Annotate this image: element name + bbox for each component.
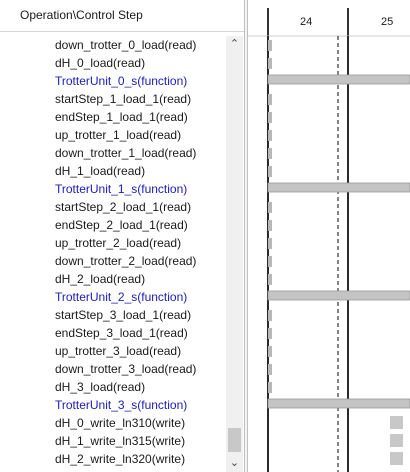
- operation-label: endStep_1_load_1(read): [55, 110, 188, 124]
- operation-pane: Operation\Control Step down_trotter_0_lo…: [0, 0, 244, 472]
- operation-row[interactable]: down_trotter_1_load(read): [0, 144, 226, 162]
- schedule-chart-pane: 24 25: [248, 0, 410, 472]
- scroll-up-arrow[interactable]: ⌃: [229, 38, 240, 50]
- function-bar: [267, 182, 410, 193]
- operation-row[interactable]: dH_1_write_ln315(write): [0, 432, 226, 450]
- read-marker: [268, 58, 272, 69]
- read-marker: [268, 346, 272, 357]
- read-marker: [268, 382, 272, 393]
- operation-row[interactable]: startStep_3_load_1(read): [0, 306, 226, 324]
- read-marker: [268, 238, 272, 249]
- read-marker: [268, 220, 272, 231]
- read-marker: [268, 40, 272, 51]
- operation-row[interactable]: up_trotter_3_load(read): [0, 342, 226, 360]
- operation-row[interactable]: TrotterUnit_0_s(function): [0, 72, 226, 90]
- operation-row[interactable]: startStep_2_load_1(read): [0, 198, 226, 216]
- step-header-25[interactable]: 25: [348, 0, 410, 36]
- operation-label: endStep_2_load_1(read): [55, 218, 188, 232]
- read-marker: [268, 310, 272, 321]
- step-label: 24: [300, 16, 313, 28]
- write-bar: [390, 416, 403, 429]
- write-bar: [390, 434, 403, 447]
- read-marker: [268, 166, 272, 177]
- operation-label: up_trotter_2_load(read): [55, 236, 182, 250]
- operation-row[interactable]: down_trotter_3_load(read): [0, 360, 226, 378]
- read-marker: [268, 256, 272, 267]
- operation-label: TrotterUnit_0_s(function): [55, 74, 188, 88]
- read-marker: [268, 274, 272, 285]
- operation-row[interactable]: down_trotter_0_load(read): [0, 36, 226, 54]
- operation-label: dH_3_load(read): [55, 380, 146, 394]
- operation-label: down_trotter_2_load(read): [55, 254, 197, 268]
- operation-label: down_trotter_3_load(read): [55, 362, 197, 376]
- write-bar: [390, 452, 403, 465]
- operation-list: down_trotter_0_load(read) dH_0_load(read)…: [0, 36, 226, 472]
- operation-row[interactable]: up_trotter_2_load(read): [0, 234, 226, 252]
- function-bar: [267, 398, 410, 409]
- step-label: 25: [381, 16, 394, 28]
- read-marker: [268, 112, 272, 123]
- function-bar: [267, 290, 410, 301]
- operation-row[interactable]: dH_2_load(read): [0, 270, 226, 288]
- scrollbar-thumb[interactable]: [228, 428, 241, 452]
- operation-row[interactable]: endStep_2_load_1(read): [0, 216, 226, 234]
- operation-row[interactable]: TrotterUnit_2_s(function): [0, 288, 226, 306]
- function-bar: [267, 74, 410, 85]
- read-marker: [268, 94, 272, 105]
- operation-row[interactable]: dH_3_load(read): [0, 378, 226, 396]
- operation-label: TrotterUnit_3_s(function): [55, 398, 188, 412]
- operation-row[interactable]: endStep_3_load_1(read): [0, 324, 226, 342]
- operation-row[interactable]: TrotterUnit_3_s(function): [0, 396, 226, 414]
- operation-column-header[interactable]: Operation\Control Step: [0, 0, 244, 32]
- operation-row[interactable]: down_trotter_2_load(read): [0, 252, 226, 270]
- operation-row[interactable]: dH_1_load(read): [0, 162, 226, 180]
- operation-label: TrotterUnit_2_s(function): [55, 290, 188, 304]
- read-marker: [268, 202, 272, 213]
- operation-row[interactable]: startStep_1_load_1(read): [0, 90, 226, 108]
- operation-label: startStep_3_load_1(read): [55, 308, 192, 322]
- operation-label: down_trotter_1_load(read): [55, 146, 197, 160]
- operation-label: startStep_1_load_1(read): [55, 92, 192, 106]
- operation-row[interactable]: endStep_1_load_1(read): [0, 108, 226, 126]
- operation-label: up_trotter_3_load(read): [55, 344, 182, 358]
- operation-row[interactable]: up_trotter_1_load(read): [0, 126, 226, 144]
- operation-label: dH_1_write_ln315(write): [55, 434, 186, 448]
- operation-row[interactable]: dH_0_load(read): [0, 54, 226, 72]
- read-marker: [268, 328, 272, 339]
- read-marker: [268, 148, 272, 159]
- operation-label: startStep_2_load_1(read): [55, 200, 192, 214]
- operation-label: dH_0_write_ln310(write): [55, 416, 186, 430]
- operation-label: dH_1_load(read): [55, 164, 146, 178]
- operation-row[interactable]: dH_0_write_ln310(write): [0, 414, 226, 432]
- pane-splitter[interactable]: [244, 0, 248, 472]
- operation-row[interactable]: TrotterUnit_1_s(function): [0, 180, 226, 198]
- scroll-down-arrow[interactable]: ⌄: [229, 457, 240, 469]
- step-header-24[interactable]: 24: [268, 0, 348, 36]
- operation-label: dH_2_write_ln320(write): [55, 452, 186, 466]
- operation-row[interactable]: dH_2_write_ln320(write): [0, 450, 226, 468]
- schedule-chart: [248, 8, 410, 472]
- operation-label: endStep_3_load_1(read): [55, 326, 188, 340]
- operation-label: dH_2_load(read): [55, 272, 146, 286]
- operation-label: up_trotter_1_load(read): [55, 128, 182, 142]
- operation-label: down_trotter_0_load(read): [55, 38, 197, 52]
- operation-column-title: Operation\Control Step: [20, 8, 143, 22]
- read-marker: [268, 130, 272, 141]
- read-marker: [268, 364, 272, 375]
- vertical-scrollbar[interactable]: ⌃ ⌄: [226, 36, 243, 472]
- operation-label: dH_0_load(read): [55, 56, 146, 70]
- operation-label: TrotterUnit_1_s(function): [55, 182, 188, 196]
